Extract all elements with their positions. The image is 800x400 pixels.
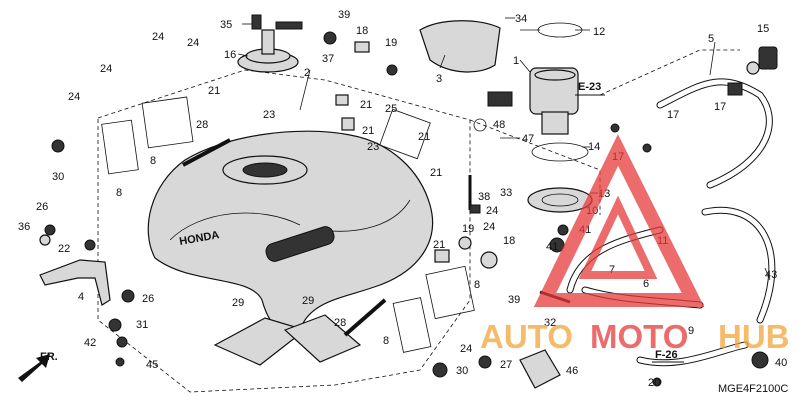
assembly-outline — [97, 69, 471, 393]
diagram-code: MGE4F2100C — [718, 383, 788, 395]
callout-32: 32 — [544, 317, 556, 329]
callout-30: 30 — [456, 365, 468, 377]
callout-24: 24 — [152, 31, 164, 43]
callout-26: 26 — [36, 201, 48, 213]
pad-29b — [283, 314, 362, 363]
callout-39: 39 — [508, 294, 520, 306]
strip-28a — [182, 138, 231, 167]
callout-4: 4 — [78, 291, 84, 303]
callout-19: 19 — [385, 37, 397, 49]
callout-23: 23 — [263, 109, 275, 121]
callout-38: 38 — [478, 191, 490, 203]
callout-27: 27 — [500, 359, 512, 371]
callout-17: 17 — [714, 101, 726, 113]
bracket-4 — [39, 259, 111, 306]
callout-21: 21 — [418, 131, 430, 143]
callout-31: 31 — [136, 319, 148, 331]
callout-20: 20 — [648, 377, 660, 389]
callout-5: 5 — [708, 33, 714, 45]
callout-3: 3 — [436, 73, 442, 85]
callout-labels: 35 16 24 24 24 24 39 37 18 19 3 34 12 15… — [18, 9, 787, 389]
fuel-tank: HONDA — [147, 130, 434, 337]
callout-35: 35 — [220, 19, 232, 31]
callout-28: 28 — [334, 317, 346, 329]
watermark-triangle — [533, 134, 705, 307]
fasteners — [39, 14, 778, 389]
callout-8: 8 — [116, 187, 122, 199]
front-arrow: FR. — [18, 351, 58, 382]
callout-21: 21 — [360, 99, 372, 111]
pad-25 — [379, 108, 431, 160]
callout-36: 36 — [18, 221, 30, 233]
watermark-auto: AUTO — [480, 318, 573, 355]
callout-21: 21 — [433, 239, 445, 251]
callout-45: 45 — [146, 359, 158, 371]
callout-26: 26 — [142, 293, 154, 305]
direction-label: FR. — [40, 351, 58, 363]
callout-22: 22 — [58, 243, 70, 255]
callout-24: 24 — [100, 63, 112, 75]
callout-24: 24 — [187, 37, 199, 49]
hose-outline — [599, 49, 740, 96]
callout-21: 21 — [430, 167, 442, 179]
callout-1: 1 — [513, 55, 519, 67]
gasket-14 — [531, 142, 589, 162]
callout-28: 28 — [196, 119, 208, 131]
callout-8: 8 — [150, 155, 156, 167]
leader-lines — [237, 17, 771, 281]
callout-19: 19 — [462, 223, 474, 235]
callout-21: 21 — [208, 85, 220, 97]
callout-23: 23 — [367, 141, 379, 153]
pump-cover — [419, 20, 501, 73]
watermark: AUTO MOTO HUB — [480, 134, 790, 355]
watermark-moto: MOTO — [590, 318, 688, 355]
pad-8a — [101, 119, 139, 175]
pad-8b — [141, 96, 194, 149]
callout-6: 6 — [643, 278, 649, 290]
callout-18: 18 — [503, 235, 515, 247]
hose-43 — [701, 206, 776, 324]
callout-48: 48 — [493, 119, 505, 131]
callout-47: 47 — [522, 133, 534, 145]
callout-8: 8 — [383, 335, 389, 347]
callout-24: 24 — [486, 205, 498, 217]
callout-8: 8 — [474, 279, 480, 291]
callout-17: 17 — [667, 109, 679, 121]
fuel-cap — [237, 21, 303, 73]
callout-42: 42 — [84, 337, 96, 349]
callout-29: 29 — [302, 295, 314, 307]
pad-8c — [392, 297, 432, 353]
callout-40: 40 — [775, 357, 787, 369]
callout-16: 16 — [224, 49, 236, 61]
callout-37: 37 — [322, 53, 334, 65]
strip-28b — [343, 298, 387, 337]
callout-41: 41 — [546, 241, 558, 253]
callout-9: 9 — [688, 325, 694, 337]
callout-18: 18 — [356, 25, 368, 37]
callout-15: 15 — [757, 23, 769, 35]
pad-8d — [425, 265, 475, 320]
callout-33: 33 — [500, 187, 512, 199]
callout-43: 43 — [765, 269, 777, 281]
callout-30: 30 — [52, 171, 64, 183]
callout-24: 24 — [483, 221, 495, 233]
ref-e23: E-23 — [578, 81, 601, 93]
callout-29: 29 — [232, 297, 244, 309]
callout-2: 2 — [304, 67, 310, 79]
callout-24: 24 — [68, 91, 80, 103]
callout-7: 7 — [609, 264, 615, 276]
callout-12: 12 — [593, 26, 605, 38]
ref-f26: F-26 — [655, 349, 678, 361]
callout-34: 34 — [515, 13, 527, 25]
watermark-hub: HUB — [718, 318, 790, 355]
callout-46: 46 — [566, 365, 578, 377]
callout-14: 14 — [588, 141, 600, 153]
callout-25: 25 — [385, 103, 397, 115]
callout-24: 24 — [460, 343, 472, 355]
callout-21: 21 — [362, 125, 374, 137]
callout-39: 39 — [338, 9, 350, 21]
fuel-pump — [487, 22, 583, 135]
